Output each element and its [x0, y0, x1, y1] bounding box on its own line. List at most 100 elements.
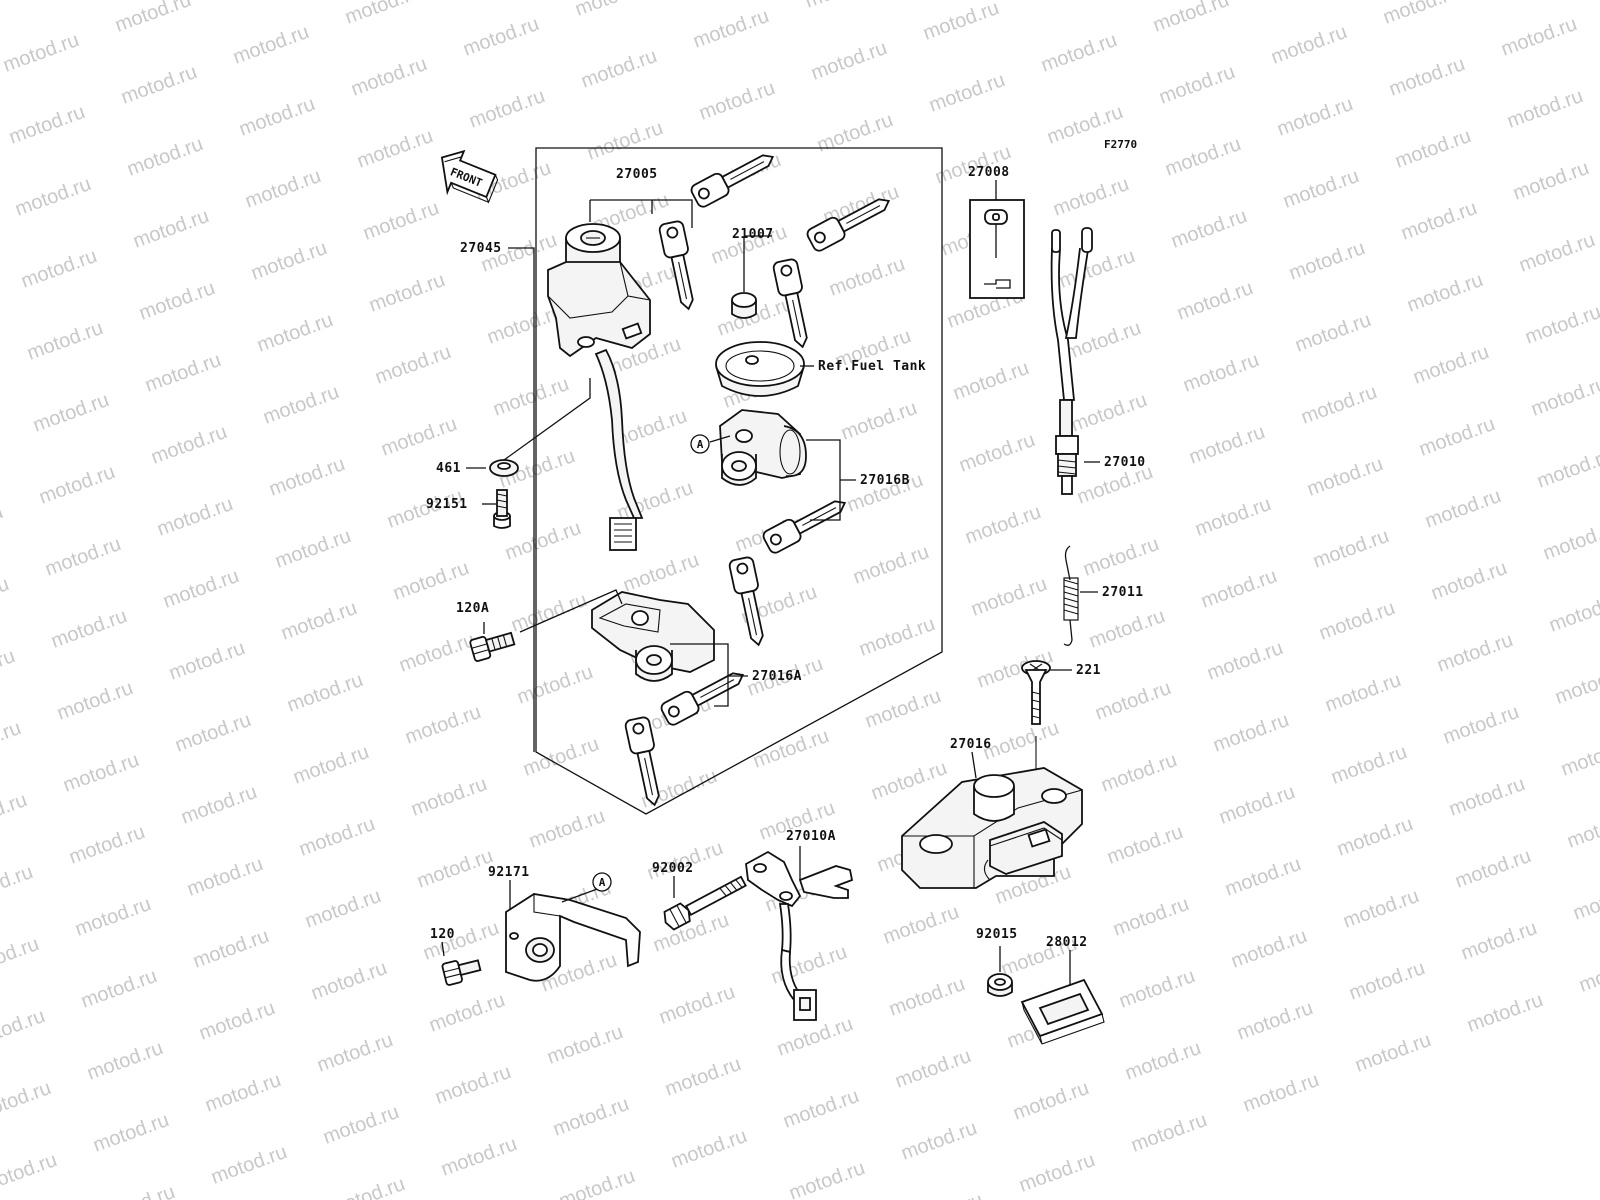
watermark-text: motod.ru — [1210, 709, 1292, 757]
watermark-text: motod.ru — [514, 661, 596, 709]
watermark-text: motod.ru — [802, 0, 884, 13]
watermark-text: motod.ru — [1516, 229, 1598, 277]
watermark-text: motod.ru — [1498, 13, 1580, 61]
watermark-text: motod.ru — [656, 981, 738, 1029]
key-27016a-lower — [624, 716, 660, 807]
watermark-text: motod.ru — [396, 629, 478, 677]
watermark-text: motod.ru — [1504, 85, 1586, 133]
watermark-text: motod.ru — [490, 373, 572, 421]
nut-92015-part — [987, 973, 1013, 997]
label-92151: 92151 — [426, 497, 468, 512]
plate-28012-part — [1020, 978, 1105, 1045]
watermark-text: motod.ru — [402, 701, 484, 749]
watermark-text: motod.ru — [148, 421, 230, 469]
watermark-text: motod.ru — [814, 109, 896, 157]
watermark-text: motod.ru — [1274, 93, 1356, 141]
watermark-text: motod.ru — [348, 53, 430, 101]
watermark-text: motod.ru — [572, 0, 654, 21]
watermark-text: motod.ru — [290, 741, 372, 789]
watermark-text: motod.ru — [208, 1141, 290, 1189]
watermark-text: motod.ru — [1452, 845, 1534, 893]
label-92002: 92002 — [652, 861, 694, 876]
watermark-text: motod.ru — [1280, 165, 1362, 213]
watermark-text: motod.ru — [372, 341, 454, 389]
watermark-text: motod.ru — [1104, 821, 1186, 869]
watermark-text: motod.ru — [0, 1005, 48, 1053]
label-27008: 27008 — [968, 165, 1010, 180]
watermark-text: motod.ru — [750, 725, 832, 773]
fuel-cap-plug-part — [731, 292, 757, 319]
bolt-120-part — [441, 959, 482, 986]
watermark-text: motod.ru — [1150, 0, 1232, 37]
watermark-text: motod.ru — [1050, 173, 1132, 221]
label-120a: 120A — [456, 601, 489, 616]
watermark-text: motod.ru — [1380, 0, 1462, 29]
watermark-text: motod.ru — [266, 453, 348, 501]
spring-27011-part — [1063, 545, 1079, 646]
watermark-text: motod.ru — [1098, 749, 1180, 797]
watermark-text: motod.ru — [36, 461, 118, 509]
leader-lines — [441, 180, 1100, 986]
watermark-text: motod.ru — [96, 1181, 178, 1200]
watermark-text: motod.ru — [1446, 773, 1528, 821]
watermark-text: motod.ru — [272, 525, 354, 573]
watermark-text: motod.ru — [1464, 989, 1546, 1037]
watermark-text: motod.ru — [0, 645, 18, 693]
marker-a-bracket: A — [592, 872, 612, 892]
watermark-text: motod.ru — [1386, 53, 1468, 101]
watermark-text: motod.ru — [584, 117, 666, 165]
watermark-text: motod.ru — [0, 29, 82, 77]
label-27010a: 27010A — [786, 829, 836, 844]
label-27045: 27045 — [460, 241, 502, 256]
watermark-text: motod.ru — [968, 573, 1050, 621]
watermark-text: motod.ru — [1552, 661, 1600, 709]
watermark-text: motod.ru — [1392, 125, 1474, 173]
watermark-text: motod.ru — [0, 717, 24, 765]
washer-461-part — [489, 459, 519, 477]
watermark-text: motod.ru — [956, 429, 1038, 477]
watermark-text: motod.ru — [314, 1029, 396, 1077]
watermark-text: motod.ru — [578, 45, 660, 93]
watermark-text: motod.ru — [66, 821, 148, 869]
watermark-text: motod.ru — [1540, 517, 1600, 565]
watermark-text: motod.ru — [780, 1085, 862, 1133]
watermark-text: motod.ru — [526, 805, 608, 853]
label-92015: 92015 — [976, 927, 1018, 942]
watermark-text: motod.ru — [460, 13, 542, 61]
label-27016a: 27016A — [752, 669, 802, 684]
watermark-text: motod.ru — [1458, 917, 1540, 965]
watermark-text: motod.ru — [308, 957, 390, 1005]
marker-a-seat-lock: A — [690, 434, 710, 454]
watermark-text: motod.ru — [1570, 877, 1600, 925]
bracket-92171-part — [505, 893, 641, 982]
watermark-text: motod.ru — [390, 557, 472, 605]
front-arrow-icon: FRONT — [440, 149, 499, 204]
watermark-text: motod.ru — [1016, 1149, 1098, 1197]
svg-text:A: A — [697, 438, 704, 451]
watermark-text: motod.ru — [1322, 669, 1404, 717]
watermark-text: motod.ru — [1216, 781, 1298, 829]
watermark-text: motod.ru — [1122, 1037, 1204, 1085]
watermark-text: motod.ru — [668, 1125, 750, 1173]
watermark-text: motod.ru — [920, 0, 1002, 45]
watermark-text: motod.ru — [54, 677, 136, 725]
watermark-text: motod.ru — [980, 717, 1062, 765]
watermark-text: motod.ru — [1010, 1077, 1092, 1125]
watermark-text: motod.ru — [850, 541, 932, 589]
watermark-text: motod.ru — [904, 1189, 986, 1200]
watermark-text: motod.ru — [1086, 605, 1168, 653]
watermark-text: motod.ru — [190, 925, 272, 973]
watermark-text: motod.ru — [60, 749, 142, 797]
watermark-text: motod.ru — [248, 237, 330, 285]
watermark-text: motod.ru — [1428, 557, 1510, 605]
svg-text:A: A — [599, 876, 606, 889]
watermark-text: motod.ru — [196, 997, 278, 1045]
watermark-text: motod.ru — [544, 1021, 626, 1069]
watermark-text: motod.ru — [230, 21, 312, 69]
watermark-text: motod.ru — [886, 973, 968, 1021]
watermark-text: motod.ru — [408, 773, 490, 821]
figure-code: F2770 — [1104, 138, 1137, 151]
watermark-text: motod.ru — [1340, 885, 1422, 933]
key-27016a-upper — [660, 672, 745, 726]
watermark-text: motod.ru — [1038, 29, 1120, 77]
